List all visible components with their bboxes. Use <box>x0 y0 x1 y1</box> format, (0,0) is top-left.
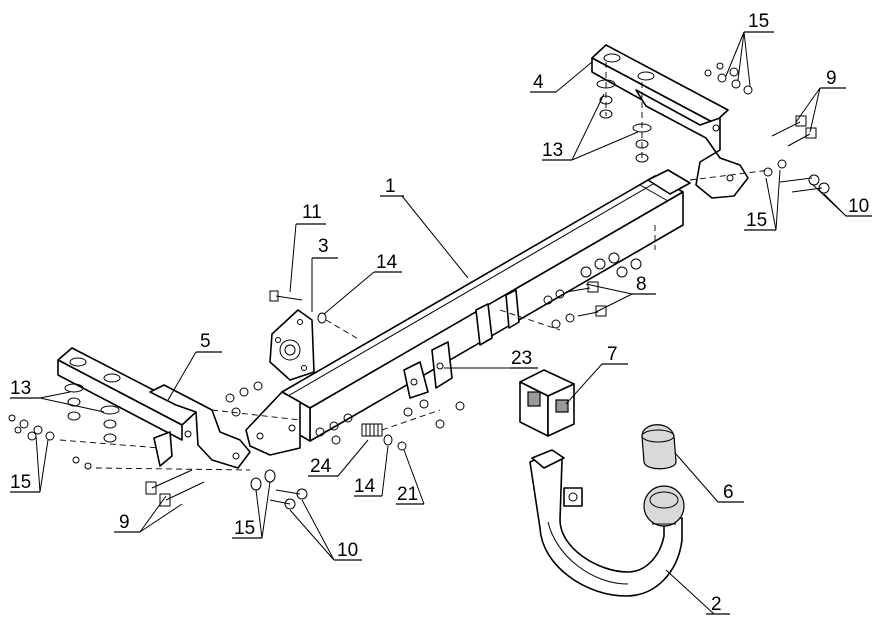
label-8: 8 <box>636 274 647 295</box>
callout-15-left: 15 <box>10 435 49 493</box>
label-21: 21 <box>397 484 418 505</box>
label-24: 24 <box>310 456 332 477</box>
callout-10-left: 10 <box>289 499 362 561</box>
callout-21: 21 <box>396 449 425 505</box>
callout-9-right: 9 <box>795 68 846 133</box>
label-7: 7 <box>607 344 618 365</box>
label-10-left: 10 <box>337 540 358 561</box>
label-4: 4 <box>533 72 544 93</box>
callout-14-top: 14 <box>323 252 402 315</box>
callout-1: 1 <box>380 176 469 279</box>
callout-13-right: 13 <box>542 93 639 161</box>
callout-23: 23 <box>444 348 538 369</box>
callout-4: 4 <box>530 61 593 93</box>
label-2: 2 <box>711 594 722 615</box>
label-15-right: 15 <box>746 210 767 231</box>
callout-15-top: 15 <box>725 11 774 87</box>
callout-7: 7 <box>565 344 628 405</box>
callout-11: 11 <box>289 202 326 293</box>
mounting-plate <box>269 309 315 381</box>
callout-14-bottom: 14 <box>354 445 389 497</box>
label-15-bottom: 15 <box>234 518 255 539</box>
label-1: 1 <box>385 176 396 197</box>
label-23: 23 <box>511 348 532 369</box>
label-3: 3 <box>318 236 329 257</box>
callout-5: 5 <box>167 331 222 401</box>
callout-15-bottom: 15 <box>232 481 271 539</box>
right-side-arm <box>591 44 749 199</box>
label-15-left: 15 <box>10 472 31 493</box>
label-9-right: 9 <box>826 68 837 89</box>
callout-8: 8 <box>585 274 656 313</box>
callout-2: 2 <box>665 569 730 615</box>
callout-10-right: 10 <box>811 183 872 217</box>
callout-13-left: 13 <box>10 378 105 413</box>
label-6: 6 <box>723 482 734 503</box>
callout-24: 24 <box>308 439 369 477</box>
label-13-right: 13 <box>542 140 563 161</box>
label-11: 11 <box>302 202 322 223</box>
label-10-right: 10 <box>848 196 869 217</box>
left-side-arm <box>57 347 251 469</box>
callout-9-left: 9 <box>114 495 183 533</box>
beam-hanger-brackets <box>403 289 520 399</box>
callout-15-right: 15 <box>744 169 781 231</box>
callout-3: 3 <box>311 236 338 312</box>
label-5: 5 <box>200 331 211 352</box>
label-15-top: 15 <box>748 11 769 32</box>
tow-ball-hook <box>529 449 685 597</box>
socket-holder <box>519 369 575 437</box>
label-9-left: 9 <box>119 512 130 533</box>
callout-6: 6 <box>675 453 744 503</box>
label-14-top: 14 <box>376 252 398 273</box>
label-14-bottom: 14 <box>354 476 376 497</box>
ball-cover <box>641 424 677 470</box>
label-13-left: 13 <box>10 378 31 399</box>
beam-left-end-plate <box>245 391 301 456</box>
